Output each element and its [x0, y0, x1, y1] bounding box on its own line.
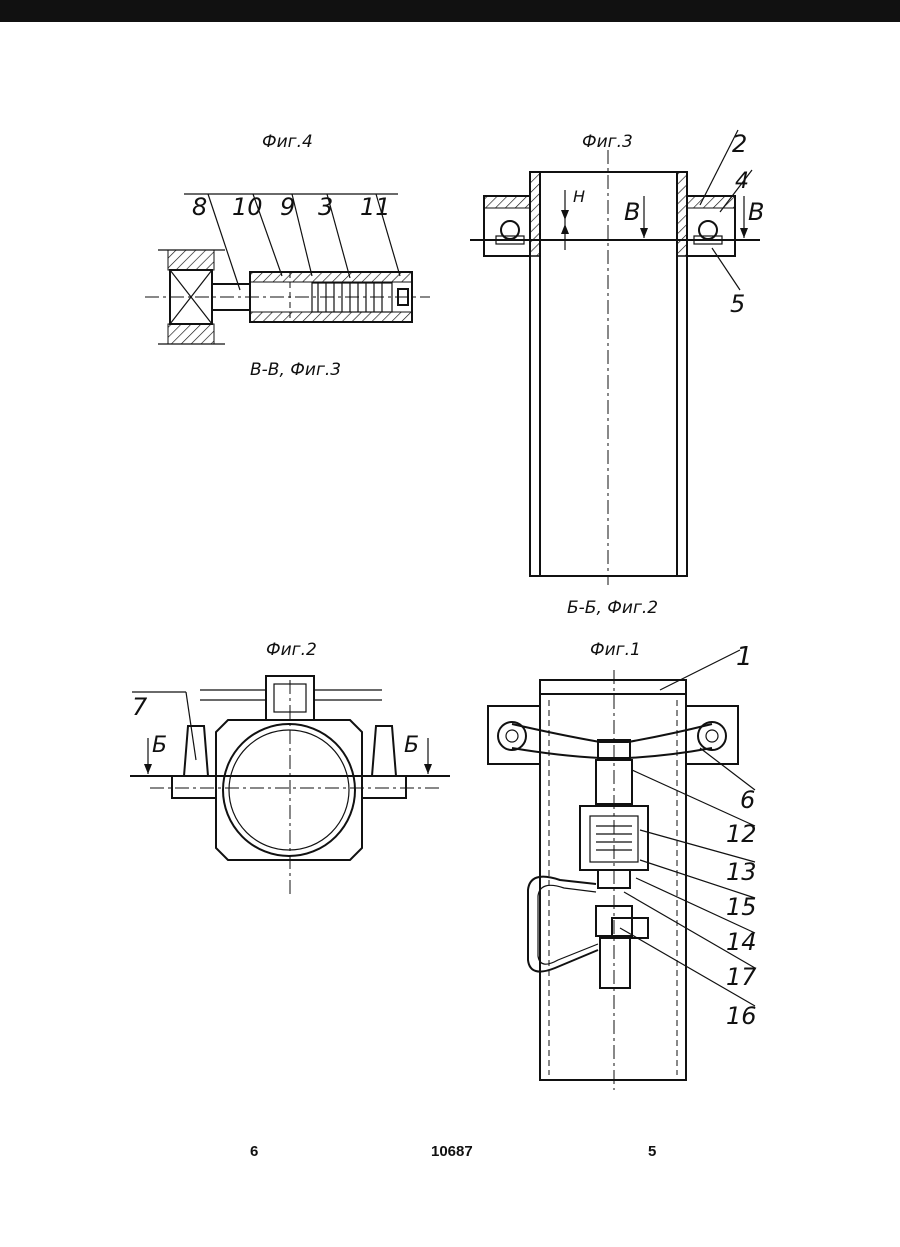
- fig3-title: Фиг.3: [582, 132, 633, 152]
- fig1-label-14: 14: [726, 928, 757, 956]
- fig3-dimension-h: H: [573, 187, 585, 206]
- figure-2-plan-view: Б Б 7 Фиг.2: [130, 640, 450, 895]
- fig4-title: Фиг.4: [262, 132, 313, 152]
- fig4-label-8: 8: [192, 193, 207, 221]
- fig1-label-6: 6: [740, 786, 755, 814]
- fig4-section-caption: В-В, Фиг.3: [250, 360, 341, 380]
- top-border-bar: [0, 0, 900, 22]
- fig3-label-2: 2: [732, 130, 747, 158]
- footer-page-right: 6: [250, 1143, 258, 1160]
- fig2-section-mark-left: Б: [152, 733, 167, 758]
- fig1-title: Фиг.1: [590, 640, 641, 660]
- fig4-label-10: 10: [232, 193, 263, 221]
- fig3-label-5: 5: [730, 290, 745, 318]
- fig1-label-12: 12: [726, 820, 757, 848]
- fig3-section-mark-right: В: [748, 198, 764, 226]
- fig4-label-11: 11: [360, 193, 391, 221]
- figure-1-assembly: 1 6 12 13 15 14 17 16 Фиг.1: [488, 640, 757, 1090]
- page-footer: 5 10687 6: [250, 1143, 656, 1160]
- footer-page-left: 5: [648, 1143, 656, 1160]
- fig4-label-3: 3: [318, 193, 333, 221]
- fig2-title: Фиг.2: [266, 640, 317, 660]
- fig1-label-13: 13: [726, 858, 757, 886]
- fig3-label-4: 4: [735, 169, 749, 194]
- fig4-label-9: 9: [280, 193, 295, 221]
- footer-doc-number: 10687: [431, 1143, 473, 1160]
- fig1-label-17: 17: [726, 963, 757, 991]
- fig1-label-15: 15: [726, 893, 757, 921]
- fig3-section-mark-left: В: [624, 198, 640, 226]
- figure-4-detail: 8 10 9 3 11 Фиг.4 В-В, Фиг.3: [145, 132, 430, 380]
- fig2-label-7: 7: [132, 693, 148, 721]
- fig1-label-1: 1: [736, 642, 753, 672]
- fig1-label-16: 16: [726, 1002, 757, 1030]
- fig2-section-mark-right: Б: [404, 733, 419, 758]
- fig3-section-caption: Б-Б, Фиг.2: [567, 598, 658, 618]
- figure-3-section: В В H 2 4 5 Фиг.3 Б-Б, Фиг.2: [470, 130, 764, 618]
